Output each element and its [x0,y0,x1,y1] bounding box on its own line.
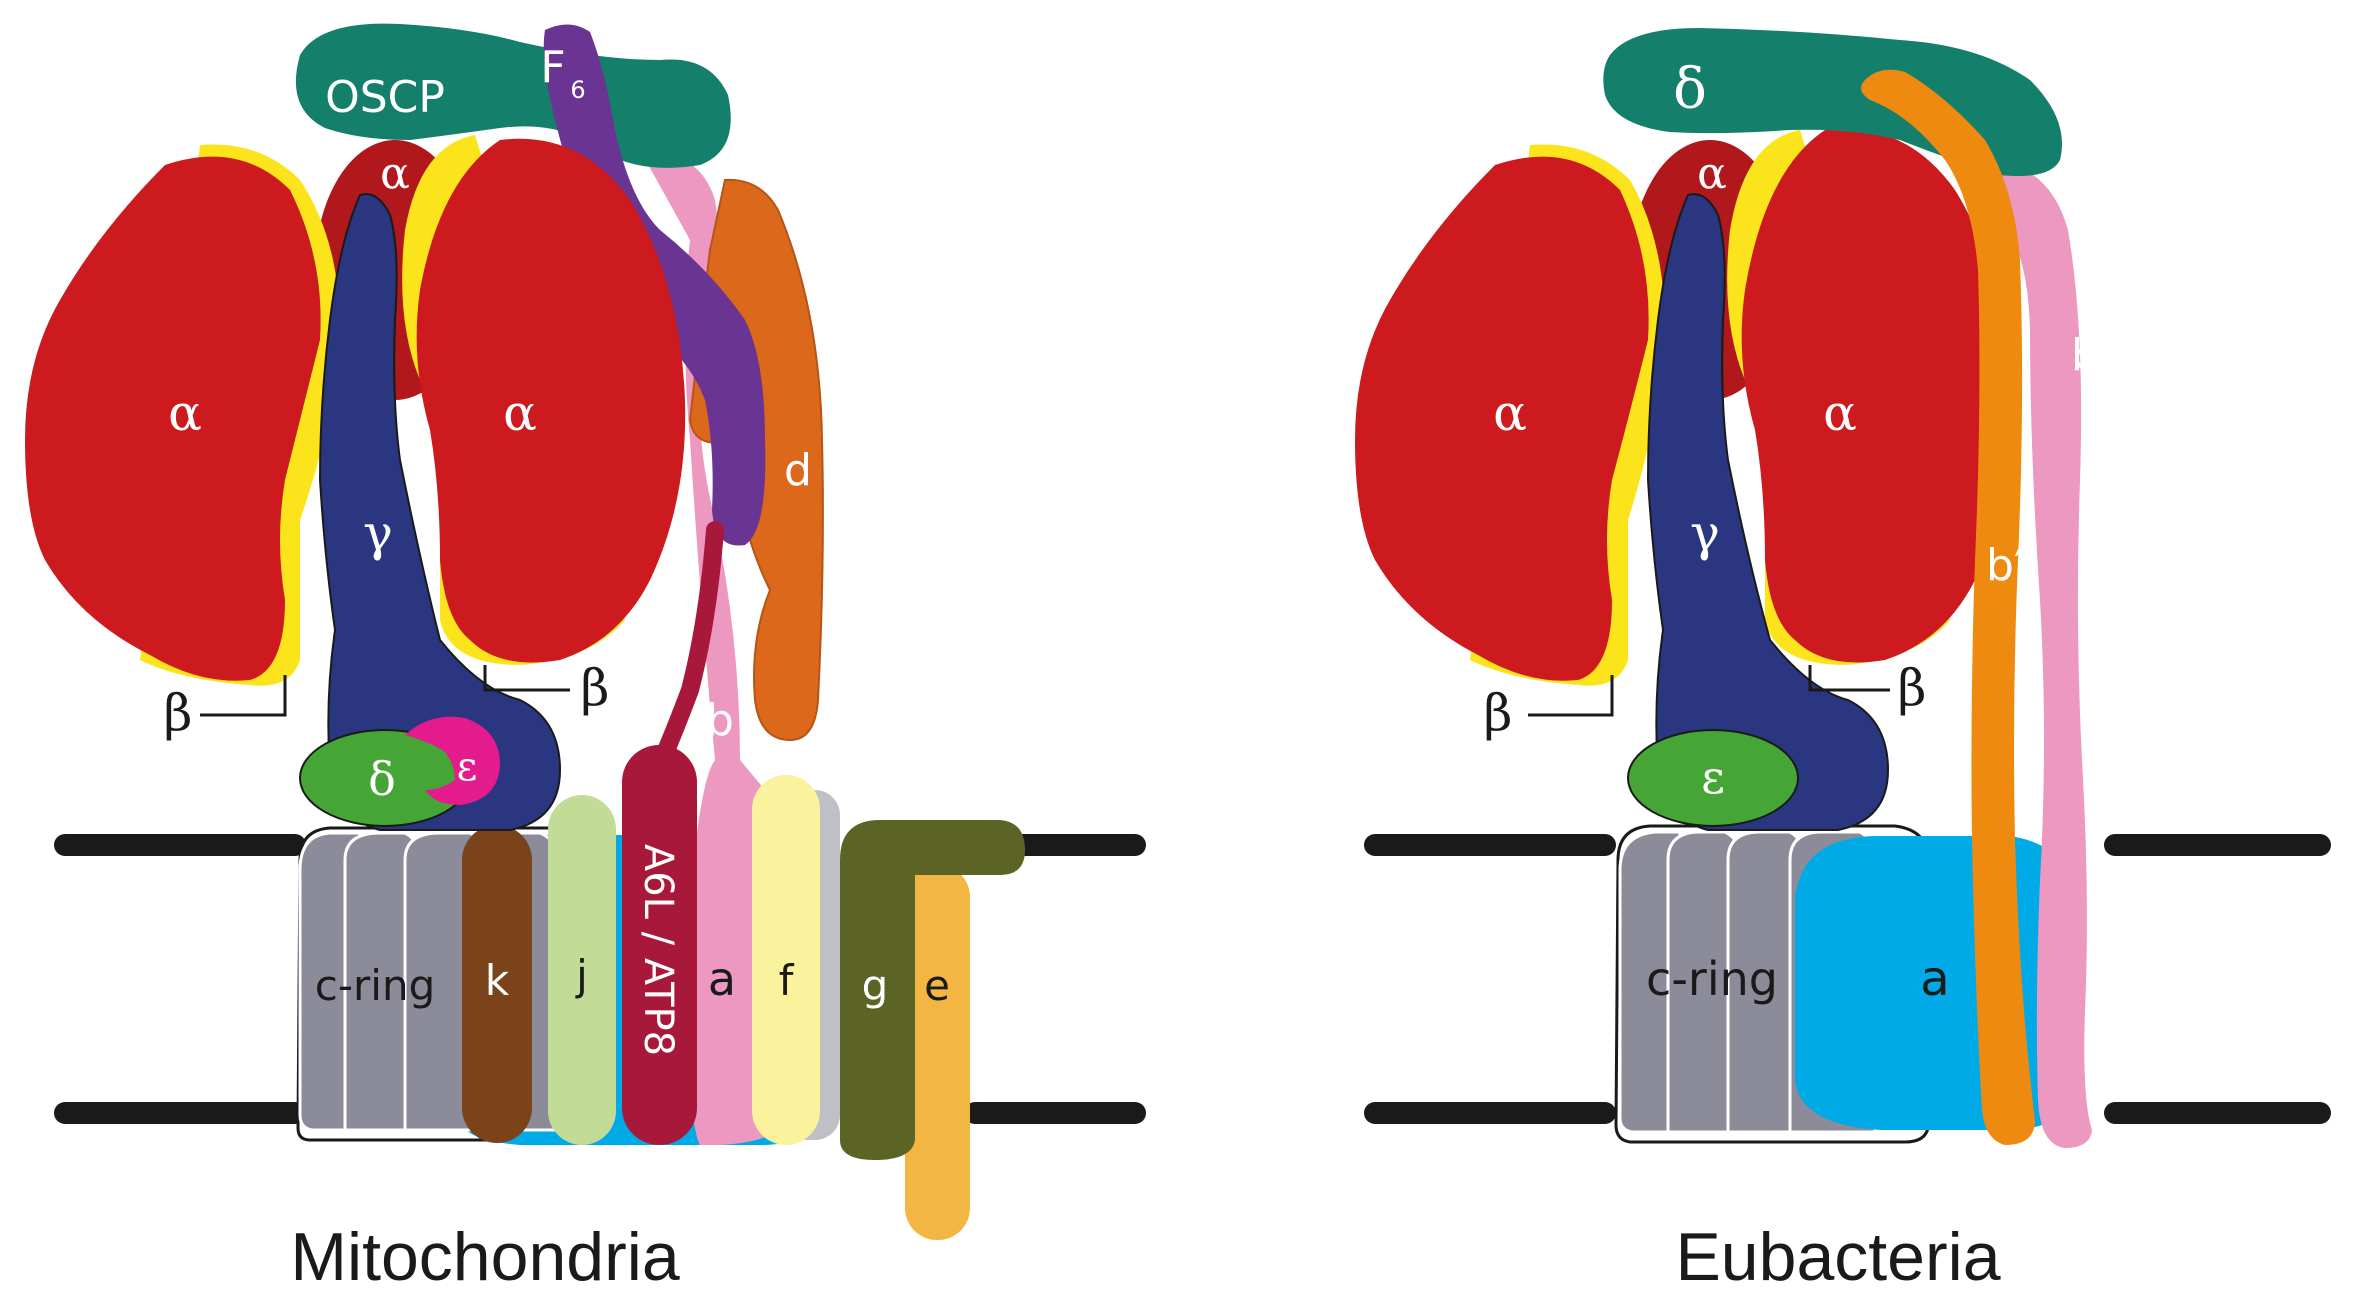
eub-cring-label: c-ring [1646,952,1778,1006]
eubacteria-title: Eubacteria [1675,1219,2000,1295]
subunit-a6l-atp8 [622,745,697,1145]
a6l-atp8-label: A6L / ATP8 [635,844,681,1056]
alpha-right-label: α [503,384,537,442]
beta-left-leader [200,675,287,717]
alpha-top-label: α [380,148,410,199]
gamma-label: γ [363,504,393,562]
subunit-g [840,820,1025,1160]
eub-subunit-gamma [1646,193,1890,831]
alpha-left [25,156,321,681]
k-label: k [485,956,510,1005]
beta-right-leader [483,665,570,692]
beta-right-label: β [581,659,610,717]
eub-alpha-right [1741,128,2011,663]
subunit-e [905,865,970,1240]
j-label: j [575,951,588,1000]
e-label: e [924,961,950,1010]
eub-b-label: b [2071,330,2099,381]
mitochondria-title: Mitochondria [290,1219,679,1295]
f6-subscript: 6 [570,76,585,104]
subunit-j [548,795,616,1145]
eub-beta-right-label: β [1898,659,1927,717]
subunit-k [462,825,532,1143]
f-label: f [779,956,795,1005]
eub-alpha-top-label: α [1697,148,1727,199]
b-label: b [706,695,734,746]
eub-subunit-epsilon [1627,729,1799,827]
subunit-oscp [295,23,731,168]
subunit-epsilon [405,716,500,805]
alpha-right [416,138,686,663]
a-label: a [708,952,736,1006]
eub-alpha-left [1355,156,1649,681]
eub-subunit-b-prime [1861,69,2035,1146]
eub-delta-label: δ [1673,57,1707,122]
subunit-f [752,775,820,1145]
d-label: d [784,445,812,496]
oscp-label: OSCP [325,72,445,123]
eub-beta-right-leader [1808,665,1890,692]
delta-label: δ [368,752,396,806]
mitochondria-panel: c-ring k j b d OSCP F 6 A6L / ATP8 a f e [25,23,1146,1295]
a6l-tail [651,521,724,774]
beta-left-label: β [164,684,193,742]
cring-label: c-ring [315,961,435,1010]
eub-alpha-right-label: α [1823,384,1857,442]
eub-gamma-label: γ [1690,504,1720,562]
epsilon-label: ε [457,744,478,790]
eub-beta-left-label: β [1484,684,1513,742]
eubacteria-membrane-lines [1364,834,2331,1124]
alpha-left-label: α [168,384,202,442]
eubacteria-panel: c-ring a b α α γ α δ b′ β β [1355,28,2331,1295]
f6-label: F [540,42,565,93]
eub-epsilon-label: ε [1701,750,1725,804]
eub-beta-left-leader [1528,675,1614,717]
g-label: g [862,961,889,1010]
eub-subunit-b [1990,160,2092,1148]
eub-alpha-left-label: α [1493,384,1527,442]
eub-a-label: a [1920,951,1949,1007]
subunit-gamma [318,193,562,831]
eub-b-prime-label: b′ [1986,540,2024,591]
